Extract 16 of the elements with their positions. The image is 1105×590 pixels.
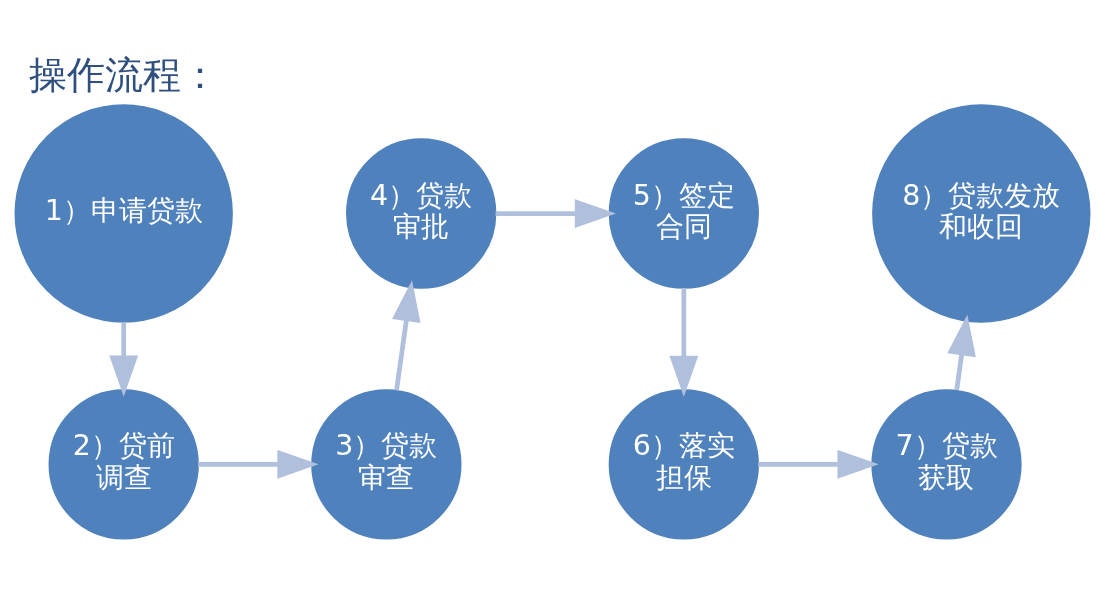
node-circle: 8）贷款发放和收回 <box>872 104 1091 323</box>
arrow <box>495 199 616 228</box>
node-circle: 6）落实担保 <box>608 389 759 540</box>
node-circle: 4）贷款审批 <box>346 138 497 289</box>
node-circle: 1）申请贷款 <box>14 104 233 323</box>
node-circle: 5）签定合同 <box>608 138 759 289</box>
node-circle: 2）贷前调查 <box>48 389 199 540</box>
arrow <box>947 314 976 391</box>
arrow <box>198 449 319 479</box>
node-circle: 3）贷款审查 <box>311 389 462 540</box>
diagram-title: 操作流程： <box>28 53 219 98</box>
arrow <box>109 322 139 397</box>
node-circle: 7）贷款获取 <box>871 389 1022 540</box>
arrow <box>392 280 421 391</box>
arrow <box>669 288 699 398</box>
arrow <box>758 449 879 479</box>
